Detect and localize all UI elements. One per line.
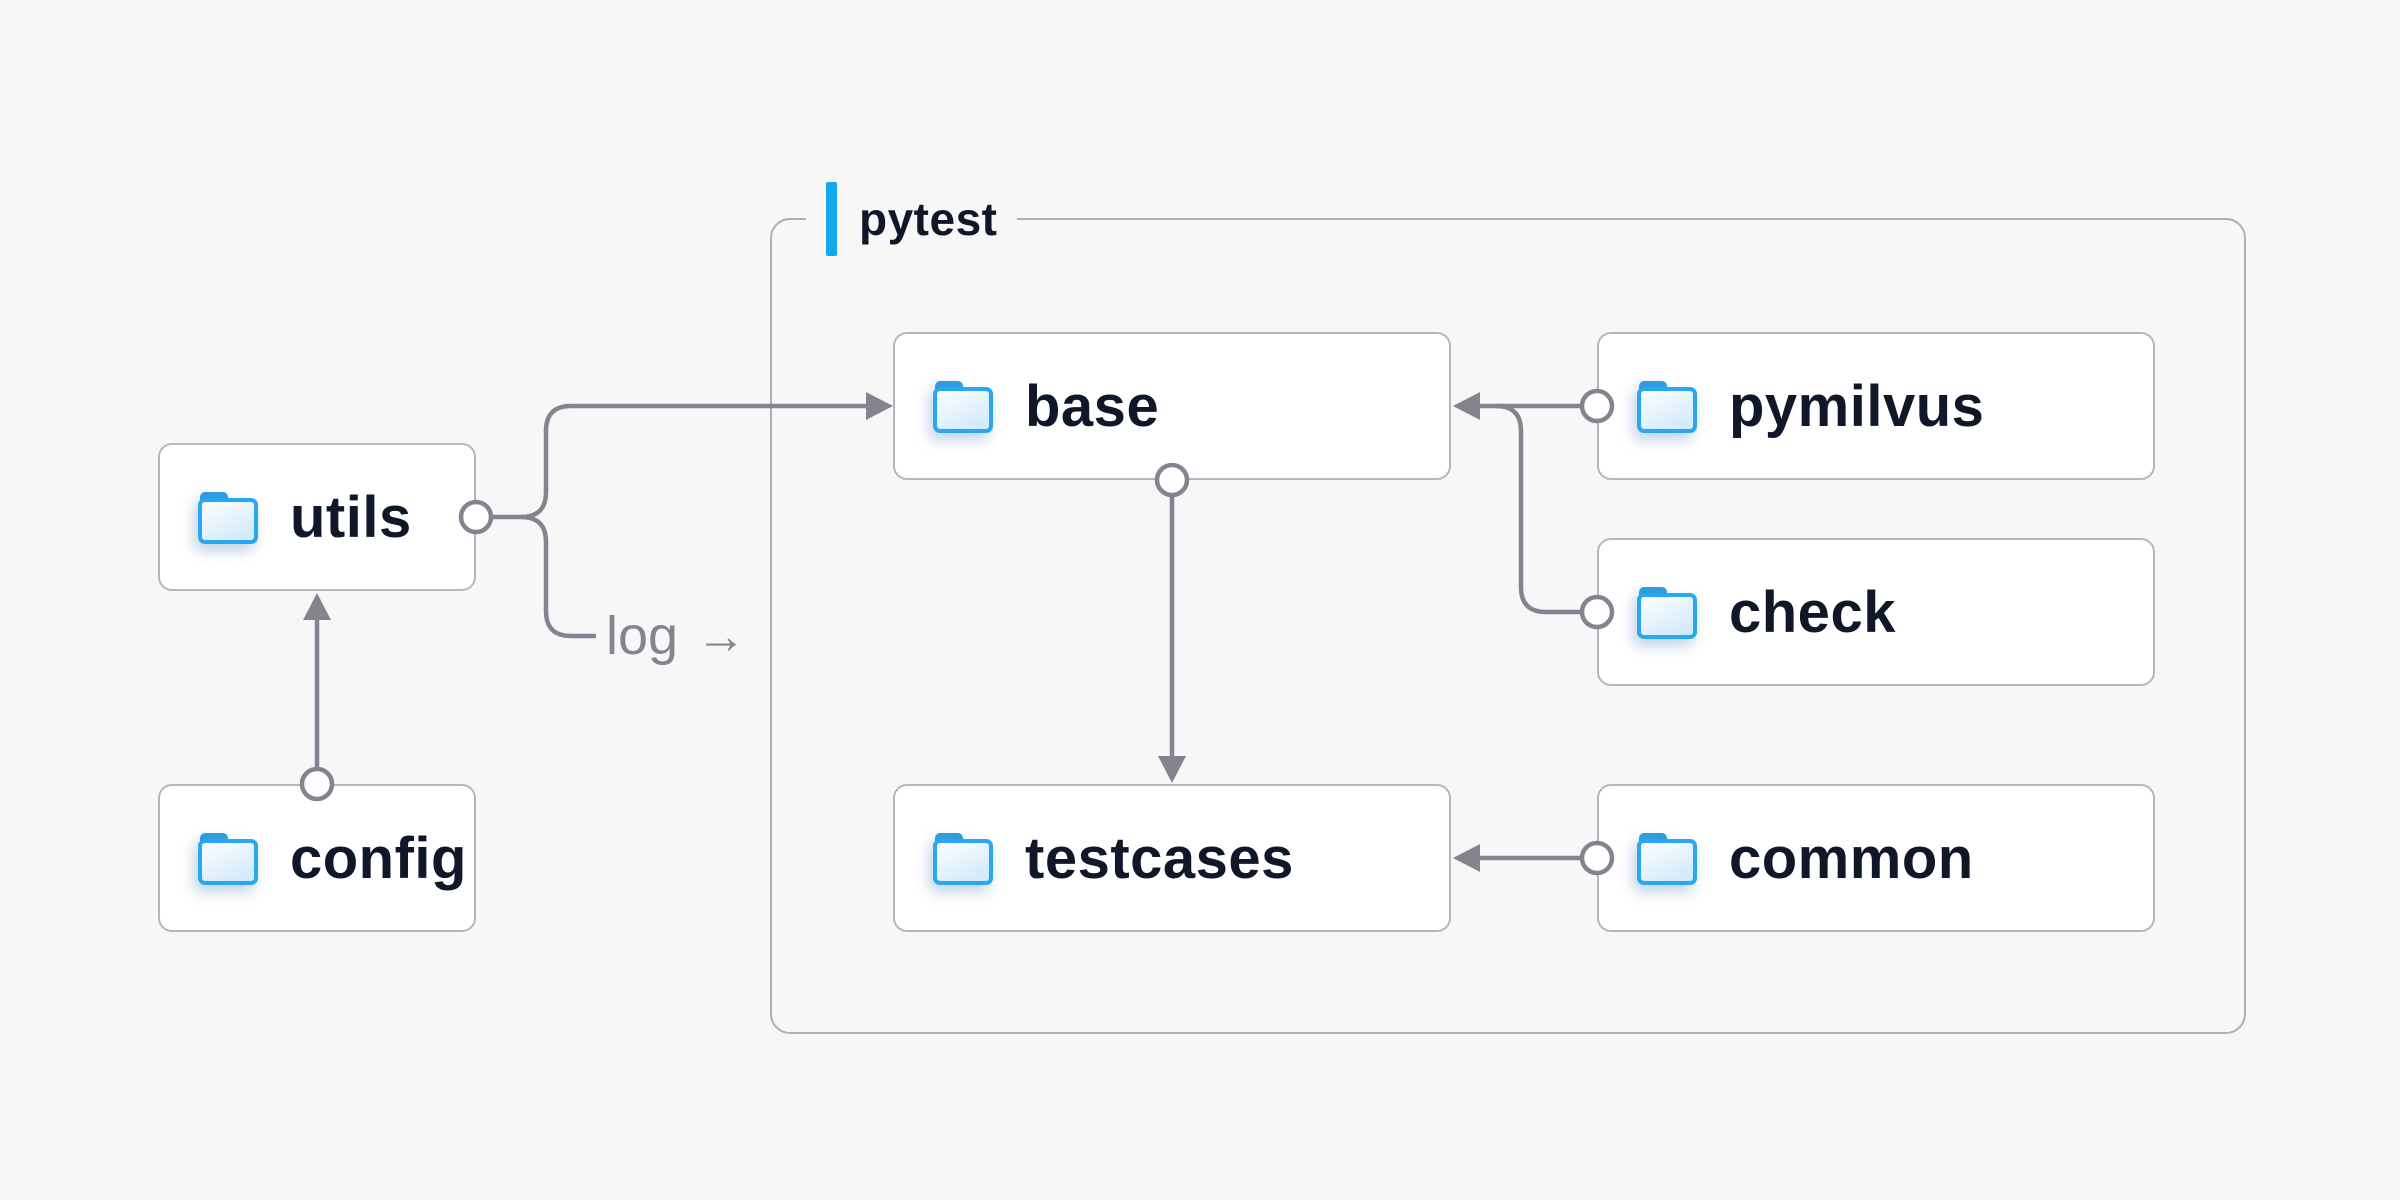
node-label: common — [1729, 825, 1974, 891]
edge-config-utils — [299, 593, 335, 802]
folder-icon — [1637, 585, 1697, 639]
edge-utils-log — [520, 514, 596, 639]
node-pymilvus: pymilvus — [1597, 332, 2155, 480]
node-check: check — [1597, 538, 2155, 686]
node-common: common — [1597, 784, 2155, 932]
folder-icon — [198, 490, 258, 544]
node-config: config — [158, 784, 476, 932]
node-utils: utils — [158, 443, 476, 591]
pytest-group-label: pytest — [806, 180, 1018, 258]
folder-icon — [933, 379, 993, 433]
node-testcases: testcases — [893, 784, 1451, 932]
node-label: check — [1729, 579, 1896, 645]
node-label: testcases — [1025, 825, 1294, 891]
arrow-right-glyph: → — [696, 608, 747, 664]
accent-bar-icon — [826, 182, 837, 256]
folder-icon — [198, 831, 258, 885]
node-label: utils — [290, 484, 412, 550]
node-label: config — [290, 825, 467, 891]
node-base: base — [893, 332, 1451, 480]
folder-icon — [1637, 831, 1697, 885]
arrowhead-up — [303, 593, 331, 620]
pytest-group-container — [770, 218, 2246, 1034]
edge-label-log: log → — [606, 606, 746, 666]
folder-icon — [1637, 379, 1697, 433]
edge-label-log-text: log — [606, 606, 679, 666]
node-label: pymilvus — [1729, 373, 1985, 439]
node-label: base — [1025, 373, 1160, 439]
pytest-group-label-text: pytest — [859, 193, 998, 245]
folder-icon — [933, 831, 993, 885]
